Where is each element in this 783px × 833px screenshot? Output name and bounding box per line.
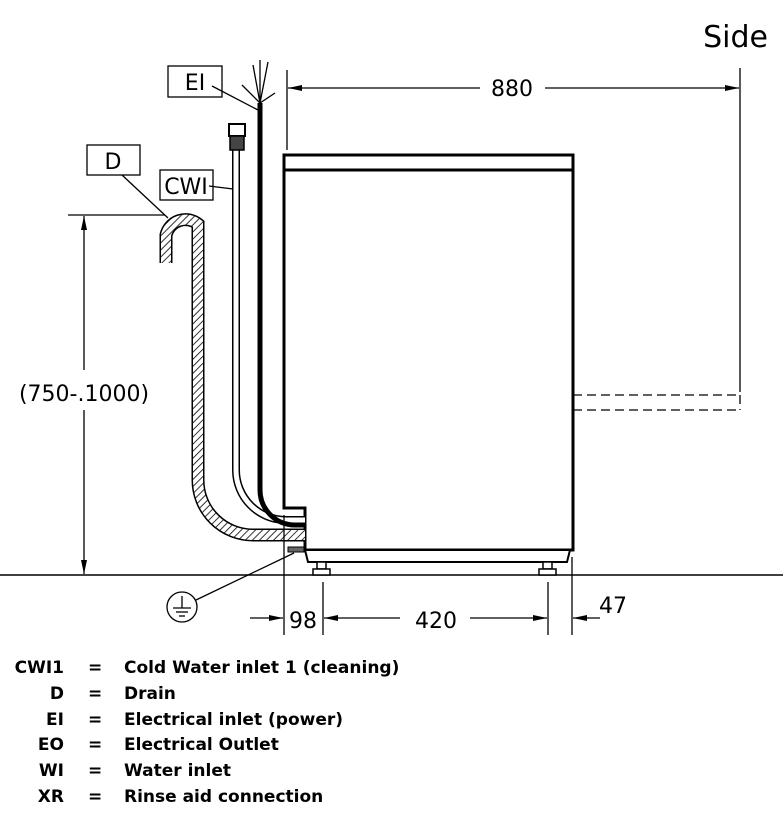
- feet-spacing-label: 420: [415, 609, 457, 634]
- ground-icon: [166, 591, 198, 623]
- callout-ei: EI: [167, 65, 259, 111]
- electrical-cable: [241, 60, 305, 528]
- bottom-dimensions: [250, 515, 600, 635]
- svg-text:D: D: [105, 150, 122, 175]
- height-range-label: (750-.1000): [19, 382, 149, 407]
- ground-connection: [166, 546, 305, 623]
- depth-label: 880: [491, 77, 533, 102]
- svg-text:CWI: CWI: [164, 175, 208, 200]
- height-dimension: (750-.1000): [19, 214, 165, 574]
- rear-offset-label: 98: [289, 609, 317, 634]
- hose-connector-icon: [228, 123, 246, 137]
- foot-rear: [312, 561, 331, 576]
- depth-dimension: 880: [286, 68, 741, 392]
- foot-front: [538, 561, 557, 576]
- door-dashed-outline: [573, 394, 741, 411]
- callout-cwi: CWI: [159, 169, 234, 201]
- svg-text:EI: EI: [185, 71, 205, 96]
- drain-hose: [159, 213, 305, 542]
- dishwasher-cabinet: [282, 153, 575, 576]
- front-offset-label: 47: [599, 594, 627, 619]
- view-title: Side: [703, 20, 768, 55]
- callout-d: D: [86, 144, 169, 219]
